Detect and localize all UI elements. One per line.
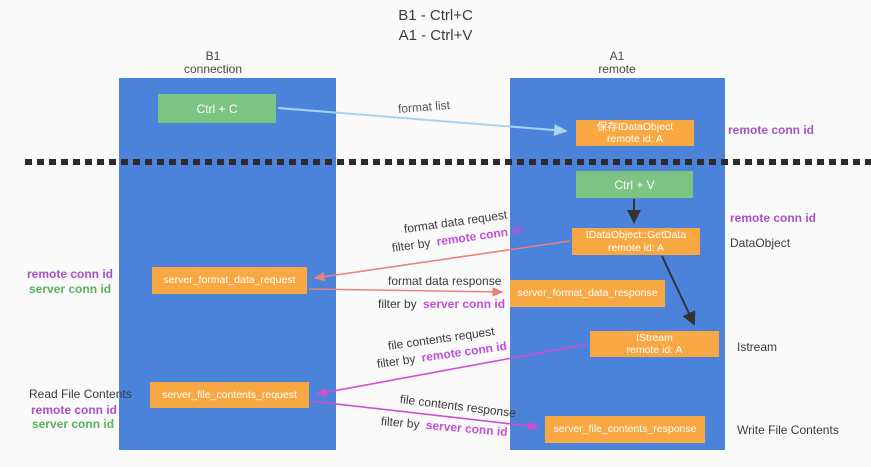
node-file-request-label: server_file_contents_request: [162, 388, 297, 401]
node-save-idataobject-line2: remote id: A: [606, 133, 664, 145]
node-server-format-data-response: server_format_data_response: [510, 280, 665, 307]
left-label-read-file-contents: Read File Contents: [29, 387, 132, 401]
node-file-response-label: server_file_contents_response: [553, 423, 697, 436]
lane-header-b1: B1 connection: [104, 50, 322, 76]
node-ctrl-c: Ctrl + C: [158, 94, 276, 123]
arrow-format-data-response: [308, 287, 504, 297]
left-label-remote-conn-id-mid: remote conn id: [27, 267, 114, 281]
lane-a1-role: remote: [598, 62, 636, 76]
filter-server-conn-id: server conn id: [423, 297, 506, 311]
diagram-title-line1: B1 - Ctrl+C: [398, 7, 473, 24]
filter-by-text: filter by: [376, 351, 420, 371]
node-istream: IStream remote id: A: [590, 331, 719, 357]
node-getdata-line1: IDataObject::GetData: [585, 229, 687, 241]
node-server-format-data-request: server_format_data_request: [152, 267, 307, 294]
arrow-label-format-list: format list: [397, 97, 451, 116]
right-label-remote-conn-id-mid: remote conn id: [730, 211, 817, 225]
arrow-label-filter-server-1: filter by server conn id: [378, 297, 505, 311]
node-getdata-line2: remote id: A: [607, 241, 665, 254]
right-label-istream: Istream: [737, 340, 778, 354]
filter-by-text: filter by: [391, 235, 435, 255]
node-ctrl-v-label: Ctrl + V: [614, 177, 655, 192]
arrow-label-filter-server-2: filter by server conn id: [380, 414, 508, 439]
right-label-write-file-contents: Write File Contents: [737, 423, 839, 437]
node-ctrl-v: Ctrl + V: [576, 171, 693, 198]
node-format-request-label: server_format_data_request: [163, 274, 296, 287]
arrow-label-file-contents-response: file contents response: [399, 392, 517, 421]
node-ctrl-c-label: Ctrl + C: [196, 101, 238, 116]
node-server-file-contents-request: server_file_contents_request: [150, 382, 309, 408]
right-label-dataobject: DataObject: [730, 236, 791, 250]
arrow-label-format-data-response: format data response: [388, 274, 502, 288]
left-label-server-conn-id-mid: server conn id: [29, 282, 112, 296]
diagram-title-line2: A1 - Ctrl+V: [398, 27, 473, 44]
lane-b1-role: connection: [183, 62, 243, 76]
left-label-server-conn-id-bottom: server conn id: [32, 417, 115, 431]
node-istream-line2: remote id: A: [626, 344, 683, 356]
filter-server-conn-id: server conn id: [425, 417, 509, 440]
diagram-title: B1 - Ctrl+C A1 - Ctrl+V: [0, 6, 871, 46]
filter-by-text: filter by: [380, 414, 424, 432]
lane-b1-name: B1: [205, 49, 221, 63]
left-label-remote-conn-id-bottom: remote conn id: [31, 403, 118, 417]
right-label-remote-conn-id-top: remote conn id: [728, 123, 815, 137]
node-istream-line1: IStream: [636, 331, 673, 344]
node-format-response-label: server_format_data_response: [517, 287, 658, 300]
node-server-file-contents-response: server_file_contents_response: [545, 416, 705, 443]
lane-a1-name: A1: [609, 49, 625, 63]
node-save-idataobject-line1: 保存IDataObject: [596, 120, 674, 133]
lane-header-a1: A1 remote: [508, 50, 726, 76]
node-save-idataobject: 保存IDataObject remote id: A: [576, 120, 694, 146]
filter-by-text: filter by: [378, 297, 421, 311]
node-idataobject-getdata: IDataObject::GetData remote id: A: [572, 228, 700, 255]
divider-dashed-line: [25, 159, 871, 165]
